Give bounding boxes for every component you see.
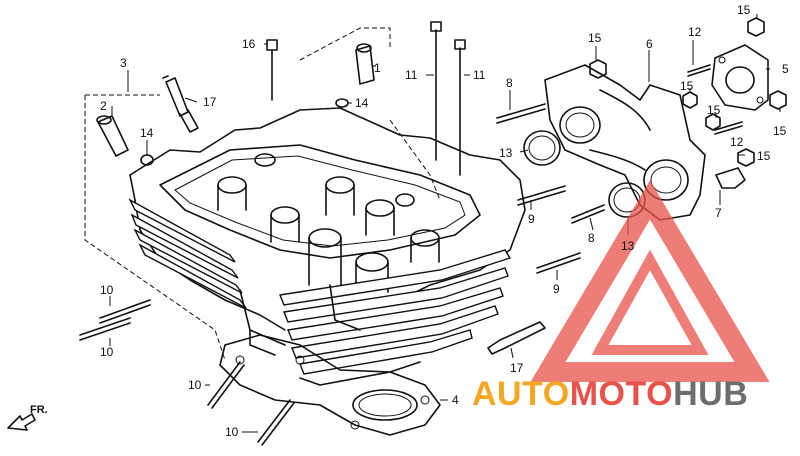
callout-15a: 15 xyxy=(588,31,602,45)
callout-labels: 1 2 3 4 5 6 7 8 8 9 9 10 10 10 10 11 11 … xyxy=(100,3,789,439)
nuts xyxy=(589,17,787,189)
callout-2: 2 xyxy=(100,99,107,113)
part-5-plate xyxy=(711,44,769,111)
callout-9a: 9 xyxy=(528,212,535,226)
watermark-wordmark: AUTOMOTOHUB xyxy=(472,375,748,413)
studs xyxy=(79,21,743,446)
callout-9b: 9 xyxy=(553,282,560,296)
callout-7: 7 xyxy=(715,206,722,220)
cam-bosses xyxy=(217,153,440,293)
left-fins xyxy=(128,198,247,309)
callout-15e: 15 xyxy=(773,124,787,138)
watermark-part-moto: MOTO xyxy=(570,375,673,413)
callout-5: 5 xyxy=(782,62,789,76)
callout-13a: 13 xyxy=(499,146,513,160)
callout-15b: 15 xyxy=(737,3,751,17)
head-gasket xyxy=(219,334,441,436)
callout-15f: 15 xyxy=(757,149,771,163)
callout-15c: 15 xyxy=(680,79,694,93)
callout-4: 4 xyxy=(452,393,459,407)
callout-10a: 10 xyxy=(100,283,114,297)
callout-3: 3 xyxy=(120,56,127,70)
callout-10c: 10 xyxy=(188,378,202,392)
callout-1: 1 xyxy=(374,61,381,75)
watermark-logo xyxy=(530,180,770,382)
callout-8a: 8 xyxy=(506,76,513,90)
spark-plugs xyxy=(162,75,546,355)
assembly-boundary xyxy=(84,27,441,361)
callout-12a: 12 xyxy=(688,25,702,39)
o-rings-13 xyxy=(523,130,646,218)
intake-manifold xyxy=(544,64,706,221)
callout-11a: 11 xyxy=(405,68,418,82)
cylinder-head xyxy=(128,107,526,386)
leader-lines xyxy=(109,14,781,433)
callout-6: 6 xyxy=(646,37,653,51)
callout-10b: 10 xyxy=(100,345,114,359)
watermark-part-auto: AUTO xyxy=(472,375,570,413)
watermark-part-hub: HUB xyxy=(673,375,748,413)
callout-10d: 10 xyxy=(225,425,239,439)
callout-11b: 11 xyxy=(473,68,486,82)
callout-17a: 17 xyxy=(203,95,217,109)
callout-12b: 12 xyxy=(730,135,744,149)
callout-17b: 17 xyxy=(510,361,524,375)
front-label: FR. xyxy=(30,404,48,416)
callout-13b: 13 xyxy=(621,239,635,253)
small-fittings xyxy=(96,43,375,166)
front-fins xyxy=(279,249,512,375)
callout-14a: 14 xyxy=(140,126,154,140)
front-direction-indicator: FR. xyxy=(7,404,48,431)
callout-16: 16 xyxy=(242,37,256,51)
callout-14b: 14 xyxy=(355,96,369,110)
callout-15d: 15 xyxy=(707,103,721,117)
callout-8b: 8 xyxy=(588,231,595,245)
